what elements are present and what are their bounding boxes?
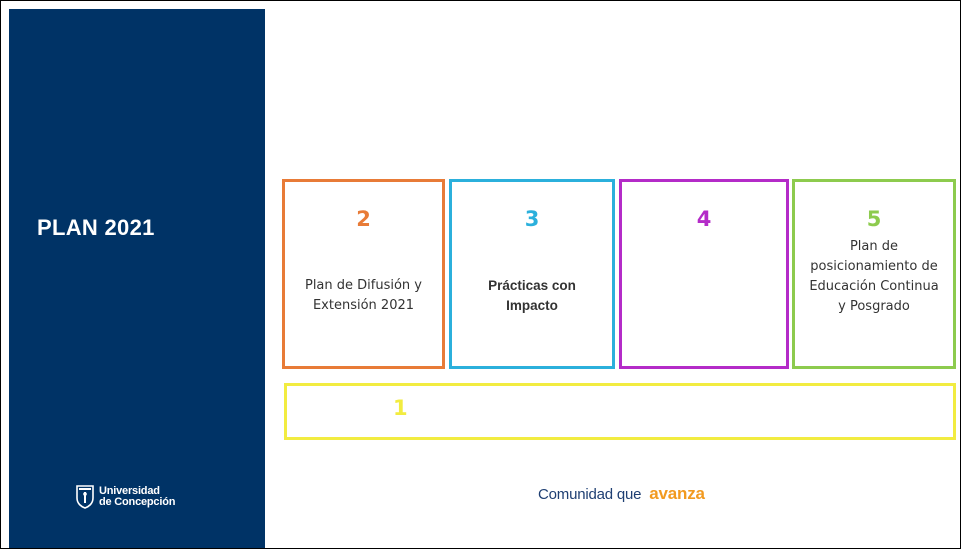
plan-box-4: 4 (619, 179, 789, 369)
sidebar-panel: PLAN 2021 Universidad de Concepción (9, 9, 265, 548)
university-logo: Universidad de Concepción (76, 485, 175, 509)
box-number: 1 (393, 396, 408, 420)
plan-box-2: 2 Plan de Difusión y Extensión 2021 (282, 179, 445, 369)
plan-box-5: 5 Plan de posicionamiento de Educación C… (792, 179, 956, 369)
tagline-accent: avanza (649, 484, 705, 503)
logo-line-2: de Concepción (99, 496, 176, 508)
box-number: 4 (696, 207, 712, 231)
box-text: Plan de Difusión y Extensión 2021 (304, 278, 422, 313)
box-text: Plan de posicionamiento de Educación Con… (809, 239, 939, 314)
tagline-text: Comunidad que (538, 486, 642, 503)
logo-line-1: Universidad (99, 485, 160, 497)
box-number: 3 (524, 207, 540, 231)
box-number: 2 (356, 207, 371, 231)
plan-title: PLAN 2021 (37, 215, 155, 240)
logo-text: Universidad de Concepción (99, 486, 175, 508)
box-text: Prácticas con Impacto (488, 278, 576, 313)
plan-box-1: 1 (284, 383, 956, 440)
shield-icon (76, 485, 94, 509)
footer-tagline: Comunidad que avanza (538, 484, 705, 504)
plan-box-3: 3 Prácticas con Impacto (449, 179, 615, 369)
box-number: 5 (866, 207, 882, 231)
